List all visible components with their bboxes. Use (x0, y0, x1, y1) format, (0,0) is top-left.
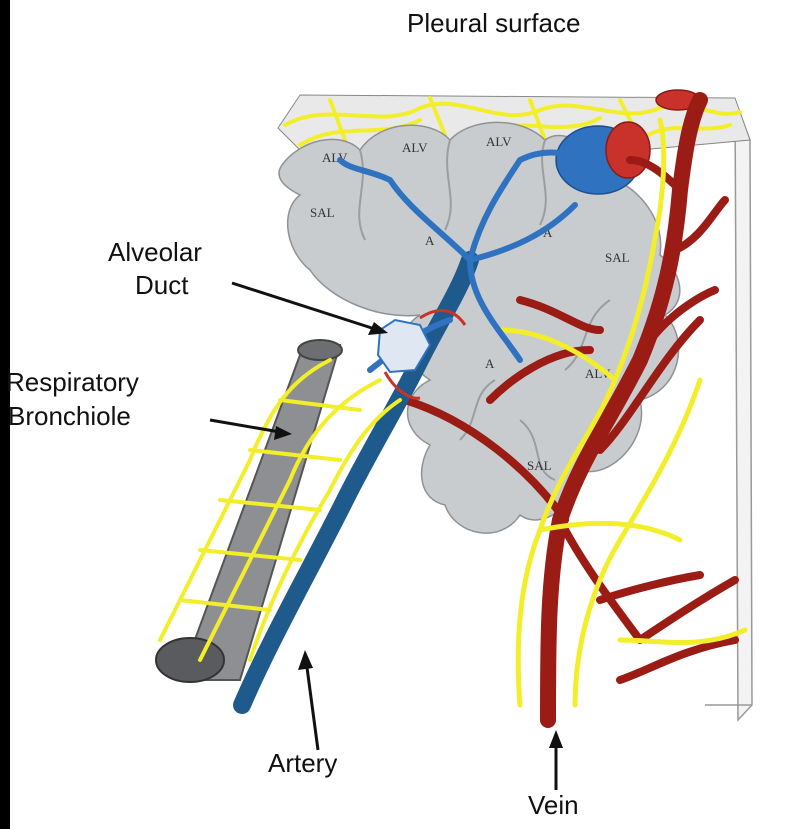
tissue-block-side-face (735, 100, 752, 720)
respiratory-bronchiole-label-line2: Bronchiole (8, 401, 131, 431)
alv-mark: ALV (402, 140, 428, 155)
capillary-cluster-red (606, 122, 650, 178)
alveolar-duct-label-line1: Alveolar (108, 237, 202, 267)
artery-arrow (298, 650, 318, 750)
vein-label: Vein (528, 790, 579, 820)
artery-label: Artery (268, 748, 337, 778)
bronchiole-opening-bottom (156, 638, 224, 682)
bronchiole-opening-top (298, 340, 342, 360)
sal-mark: SAL (605, 250, 630, 265)
sal-mark: SAL (527, 458, 552, 473)
alv-mark: ALV (486, 134, 512, 149)
vein-arrow (549, 730, 563, 790)
a-mark: A (425, 233, 435, 248)
a-mark: A (485, 356, 495, 371)
sal-mark: SAL (310, 205, 335, 220)
pleural-surface-label: Pleural surface (407, 8, 580, 38)
respiratory-bronchiole-label-line1: Respiratory (6, 367, 139, 397)
alveolar-duct-label-line2: Duct (135, 270, 188, 300)
